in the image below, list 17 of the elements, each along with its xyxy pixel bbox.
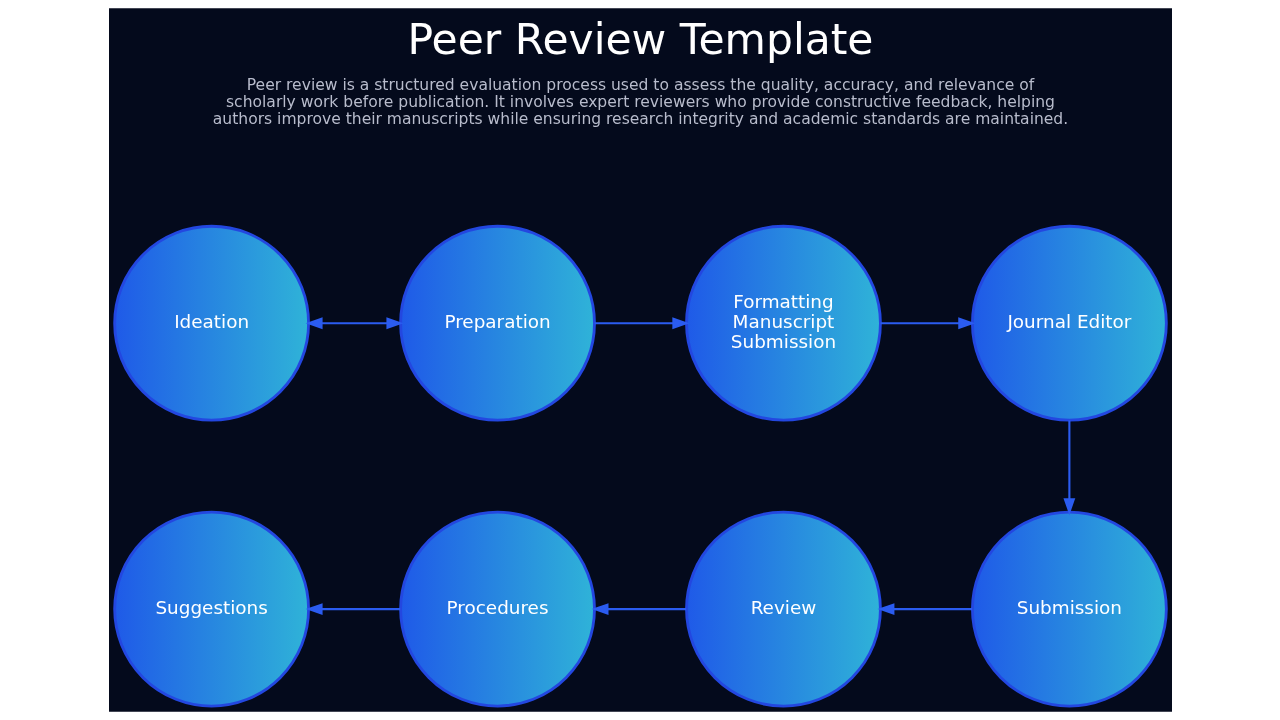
arrow — [305, 317, 403, 330]
arrow — [880, 317, 975, 330]
arrow — [1062, 420, 1075, 516]
node-circle: Formatting Manuscript Submission — [684, 224, 882, 422]
node-circle: Journal Editor — [970, 224, 1168, 422]
node-circle: Submission — [970, 510, 1168, 708]
node-circle: Review — [684, 510, 882, 708]
arrow — [594, 317, 689, 330]
arrow — [876, 603, 972, 616]
node-circle: Procedures — [398, 510, 596, 708]
label: Peer review is a structured evaluation process used to assess the quality, accuracy, and relevance of scholarly work before publication. It involves expert reviewers who provide constructive feedback, helping authors improve their manuscripts while ensuring research integrity and academic standards are maintained. — [212, 76, 1068, 129]
node-circle: Preparation — [398, 224, 596, 422]
diagram-title: Peer Review Template — [407, 14, 873, 64]
node-circle: Ideation — [112, 224, 310, 422]
arrow — [591, 603, 686, 616]
arrow — [305, 603, 400, 616]
node-circle: Suggestions — [112, 510, 310, 708]
